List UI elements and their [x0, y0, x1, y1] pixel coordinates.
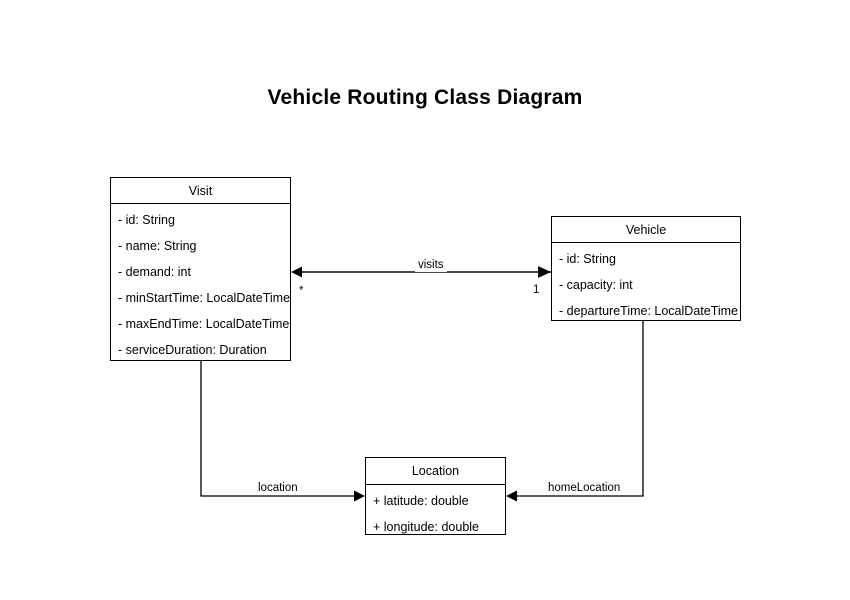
- class-box-vehicle[interactable]: Vehicle - id: String - capacity: int - d…: [551, 216, 741, 321]
- attribute-row: - id: String: [118, 213, 175, 227]
- attribute-row: - capacity: int: [559, 278, 633, 292]
- class-box-location[interactable]: Location + latitude: double + longitude:…: [365, 457, 506, 535]
- attribute-row: + latitude: double: [373, 494, 469, 508]
- class-attributes-vehicle: - id: String - capacity: int - departure…: [552, 243, 740, 321]
- class-name-vehicle: Vehicle: [552, 217, 740, 243]
- edge-location: [200, 361, 365, 502]
- attribute-row: - minStartTime: LocalDateTime: [118, 291, 291, 305]
- class-name-visit: Visit: [111, 178, 290, 204]
- attribute-row: - demand: int: [118, 265, 191, 279]
- attribute-row: - name: String: [118, 239, 197, 253]
- class-name-location: Location: [366, 458, 505, 485]
- page-title: Vehicle Routing Class Diagram: [267, 86, 583, 109]
- multiplicity-vehicle-end: 1: [533, 284, 540, 296]
- attribute-row: - serviceDuration: Duration: [118, 343, 267, 357]
- class-attributes-visit: - id: String - name: String - demand: in…: [111, 204, 290, 360]
- class-attributes-location: + latitude: double + longitude: double: [366, 485, 505, 537]
- attribute-row: - departureTime: LocalDateTime: [559, 304, 739, 318]
- attribute-row: - maxEndTime: LocalDateTime: [118, 317, 290, 331]
- class-box-visit[interactable]: Visit - id: String - name: String - dema…: [110, 177, 291, 361]
- multiplicity-visit-end: *: [299, 285, 304, 297]
- attribute-row: - id: String: [559, 252, 616, 266]
- edge-label-home-location: homeLocation: [545, 482, 624, 495]
- edge-label-location: location: [255, 482, 301, 495]
- edge-home-location: [506, 321, 644, 502]
- edge-visits: [291, 266, 551, 278]
- edge-label-visits: visits: [415, 259, 447, 272]
- attribute-row: + longitude: double: [373, 520, 479, 534]
